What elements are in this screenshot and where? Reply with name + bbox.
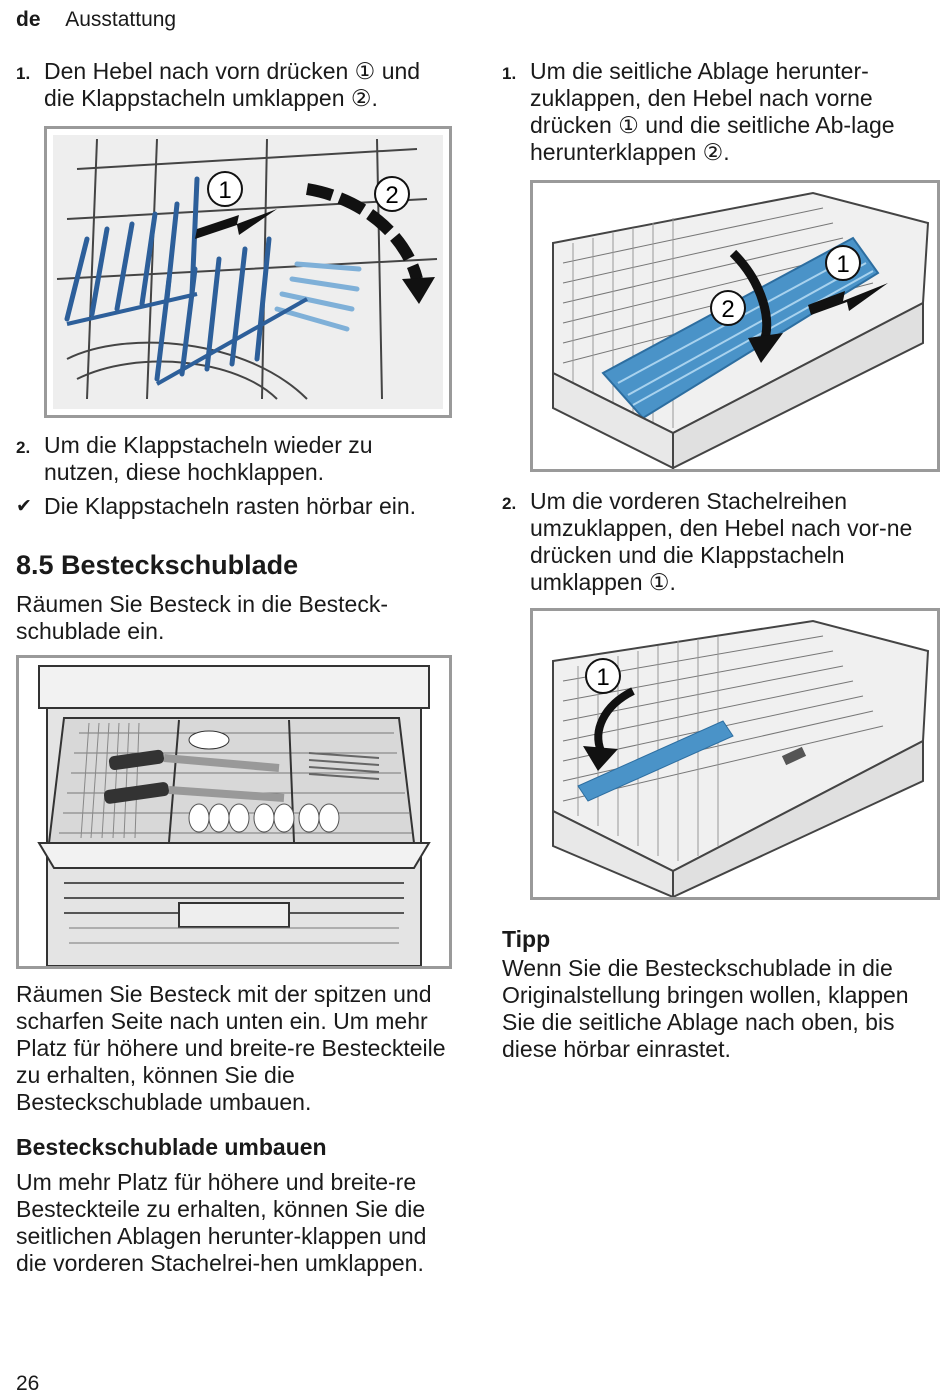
language-code: de [16,8,41,31]
section-title: Ausstattung [65,8,177,31]
front-spike-rows-illustration: 1 [533,611,937,897]
step-2-right: 2. Um die vorderen Stachelreihen umzukla… [502,488,942,596]
step-number: 1. [16,64,31,83]
tip-text: Wenn Sie die Besteckschublade in die Ori… [502,955,909,1062]
step-number: 1. [502,64,517,83]
step-1-left: 1. Den Hebel nach vorn drücken ① und die… [16,58,446,112]
step-1-right: 1. Um die seitliche Ablage herunter-zukl… [502,58,942,166]
step-number: 2. [16,438,31,457]
page-number: 26 [16,1372,40,1395]
step-text: Den Hebel nach vorn drücken ① und die Kl… [44,58,421,111]
subsection-heading: Besteckschublade umbauen [16,1134,327,1160]
figure-callout-2: 2 [721,296,734,323]
figure-front-spike-rows: 1 [530,608,940,900]
figure-side-shelf: 1 2 [530,180,940,472]
result-line: ✔ Die Klappstacheln rasten hörbar ein. [16,493,446,520]
intro-paragraph: Räumen Sie Besteck in die Besteck-schubl… [16,591,389,644]
section-heading: 8.5 Besteckschublade [16,550,299,580]
side-shelf-illustration: 1 2 [533,183,937,469]
body-paragraph: Räumen Sie Besteck mit der spitzen und s… [16,981,446,1115]
right-column: 1. Um die seitliche Ablage herunter-zukl… [502,58,942,1063]
cutlery-drawer-illustration [19,658,449,966]
page-header: de Ausstattung [16,8,176,32]
figure-cutlery-drawer [16,655,452,969]
figure-callout-1: 1 [596,664,609,691]
subsection-paragraph: Um mehr Platz für höhere und breite-re B… [16,1169,427,1276]
step-text: Um die seitliche Ablage herunter-zuklapp… [530,58,895,165]
tip-heading: Tipp [502,926,551,952]
step-2-left: 2. Um die Klappstacheln wieder zu nutzen… [16,432,446,486]
step-text: Um die Klappstacheln wieder zu nutzen, d… [44,432,373,485]
fold-spikes-illustration: 1 2 [53,135,443,409]
step-text: Um die vorderen Stachelreihen umzuklappe… [530,488,913,595]
result-text: Die Klappstacheln rasten hörbar ein. [44,493,417,519]
check-icon: ✔ [16,496,32,517]
figure-callout-2: 2 [385,182,398,209]
step-number: 2. [502,494,517,513]
figure-fold-spikes: 1 2 [44,126,452,418]
figure-callout-1: 1 [218,177,231,204]
figure-callout-1: 1 [836,251,849,278]
left-column: 1. Den Hebel nach vorn drücken ① und die… [16,58,452,1277]
